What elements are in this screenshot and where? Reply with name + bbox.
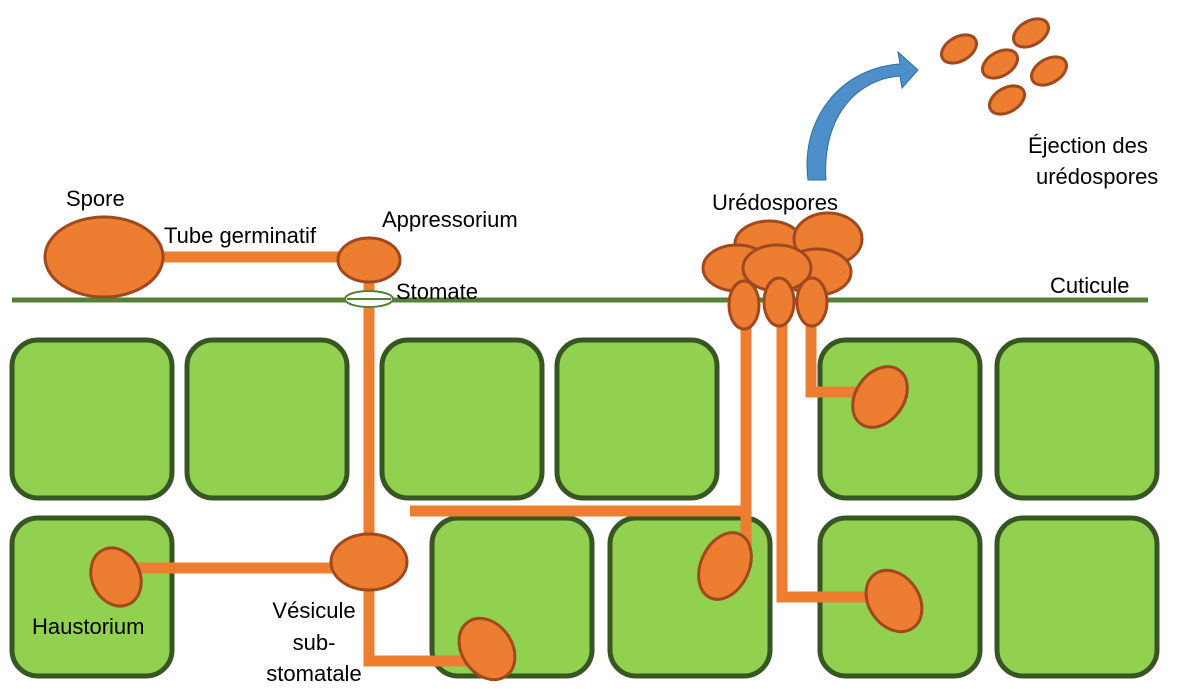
ejected-spore	[1027, 51, 1072, 91]
label-spore: Spore	[66, 186, 125, 212]
label-uredospores: Urédospores	[712, 190, 838, 216]
label-stomate: Stomate	[396, 279, 478, 305]
uredospore-stalk	[764, 278, 794, 326]
ejected-spore	[985, 80, 1030, 120]
spore	[45, 217, 163, 297]
cell	[187, 340, 347, 498]
mesophyll-cells-row-2	[12, 518, 1157, 676]
cell	[997, 518, 1157, 676]
label-haustorium: Haustorium	[32, 614, 144, 640]
uredospore-stalk	[797, 278, 827, 326]
label-ejection-line1: Éjection des	[1028, 133, 1148, 159]
label-vesicule-line1: Vésicule	[254, 598, 374, 624]
ejected-uredospores	[937, 13, 1072, 120]
cell	[820, 340, 980, 498]
cell	[557, 340, 717, 498]
label-ejection-line2: urédospores	[1036, 164, 1158, 190]
cell	[12, 518, 172, 676]
appressorium	[338, 238, 400, 282]
cell	[382, 340, 542, 498]
cell	[997, 340, 1157, 498]
cell	[12, 340, 172, 498]
curved-arrow-icon	[807, 52, 918, 180]
label-tube-germinatif: Tube germinatif	[164, 223, 316, 249]
label-appressorium: Appressorium	[382, 207, 518, 233]
label-vesicule-line2: sub-	[254, 630, 374, 656]
label-vesicule-line3: stomatale	[254, 661, 374, 687]
ejected-spore	[937, 29, 982, 69]
epidermal-cells-row-1	[12, 340, 1157, 498]
stomate	[345, 291, 393, 307]
uredospore-stalk	[729, 281, 759, 329]
label-cuticule: Cuticule	[1050, 273, 1129, 299]
ejected-spore	[1009, 13, 1054, 53]
ejected-spore	[978, 44, 1023, 84]
uredospore-cluster	[703, 213, 862, 329]
arrow-body	[807, 52, 918, 180]
substomatal-vesicle	[331, 534, 407, 590]
